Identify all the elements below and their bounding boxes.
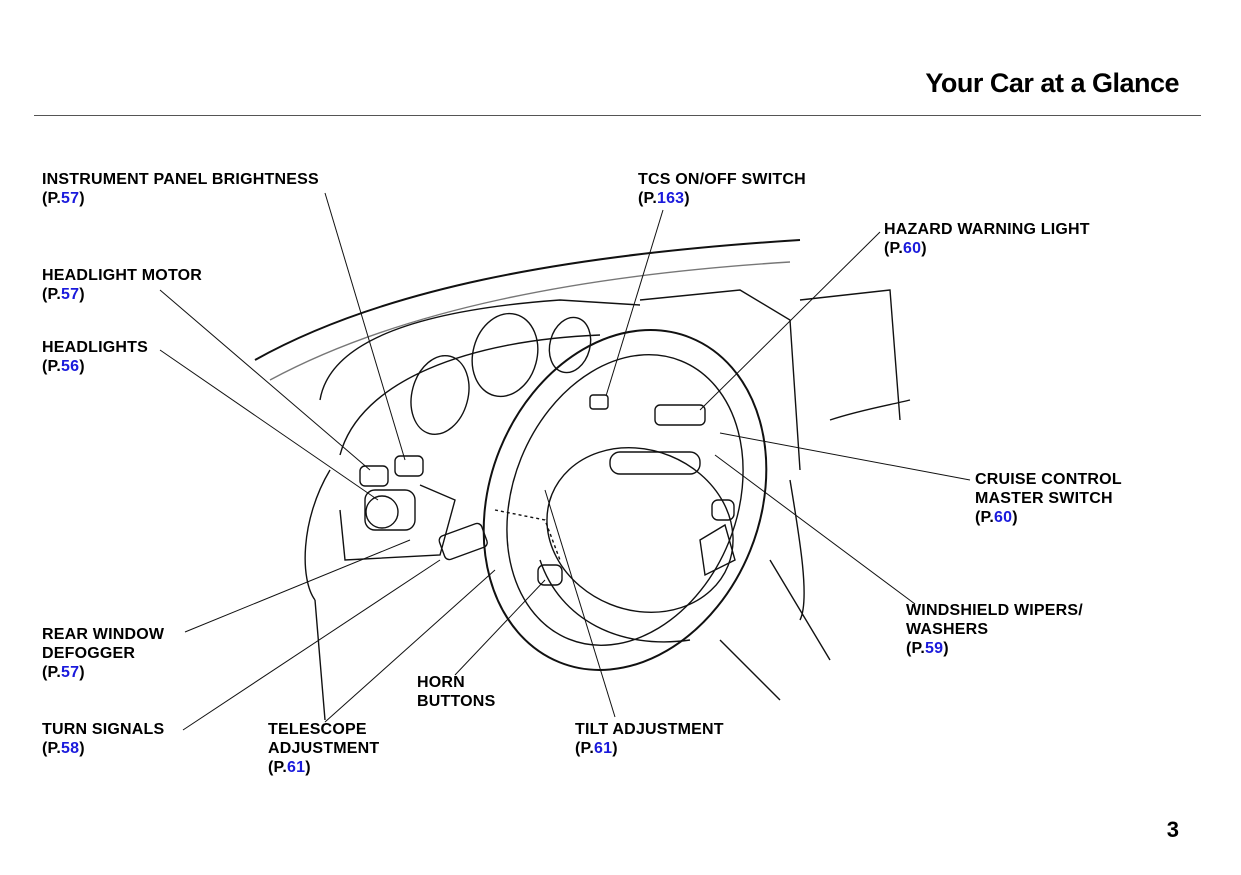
leader-line (454, 579, 546, 676)
page-reference: (P.56) (42, 358, 85, 375)
label-text: TELESCOPE (268, 721, 367, 738)
page-reference: (P.59) (906, 640, 949, 657)
leader-line (699, 231, 881, 411)
label-text: INSTRUMENT PANEL BRIGHTNESS (42, 171, 319, 188)
page-reference: (P.163) (638, 190, 690, 207)
label-text: DEFOGGER (42, 645, 136, 662)
label-text: REAR WINDOW (42, 626, 165, 643)
label-telescope-adjustment: TELESCOPE ADJUSTMENT (P.61) (268, 720, 379, 777)
label-text: TURN SIGNALS (42, 721, 165, 738)
page-link[interactable]: 56 (60, 358, 80, 375)
page-reference: (P.57) (42, 286, 85, 303)
leader-line (184, 539, 411, 633)
label-text: BUTTONS (417, 693, 496, 710)
page-title: Your Car at a Glance (925, 68, 1179, 98)
leader-line (159, 289, 371, 471)
label-headlight-motor: HEADLIGHT MOTOR (P.57) (42, 266, 202, 304)
leader-line (182, 559, 441, 731)
label-turn-signals: TURN SIGNALS (P.58) (42, 720, 164, 758)
leader-line (719, 432, 971, 481)
label-headlights: HEADLIGHTS (P.56) (42, 338, 148, 376)
label-horn-buttons: HORN BUTTONS (417, 673, 495, 711)
page-link[interactable]: 57 (60, 664, 80, 681)
label-text: TCS ON/OFF SWITCH (638, 171, 806, 188)
label-text: WINDSHIELD WIPERS/ (906, 602, 1083, 619)
page-reference: (P.57) (42, 190, 85, 207)
page-link[interactable]: 57 (60, 286, 80, 303)
label-text: MASTER SWITCH (975, 490, 1113, 507)
label-rear-window-defogger: REAR WINDOW DEFOGGER (P.57) (42, 625, 164, 682)
page-reference: (P.61) (268, 759, 311, 776)
label-hazard-warning-light: HAZARD WARNING LIGHT (P.60) (884, 220, 1090, 258)
leader-line (324, 569, 496, 723)
header-divider (34, 115, 1201, 116)
page-link[interactable]: 60 (993, 509, 1013, 526)
label-windshield-wipers: WINDSHIELD WIPERS/WASHERS (P.59) (906, 601, 1083, 658)
page-link[interactable]: 163 (656, 190, 685, 207)
leader-line (544, 489, 616, 718)
leader-line (605, 209, 664, 397)
page-reference: (P.60) (975, 509, 1018, 526)
leader-line (159, 349, 379, 501)
page-link[interactable]: 61 (286, 759, 306, 776)
page-reference: (P.58) (42, 740, 85, 757)
page-reference: (P.61) (575, 740, 618, 757)
label-text: HEADLIGHTS (42, 339, 148, 356)
page-number: 3 (1166, 817, 1179, 842)
page-link[interactable]: 61 (593, 740, 613, 757)
label-text: CRUISE CONTROL (975, 471, 1122, 488)
label-tcs-switch: TCS ON/OFF SWITCH (P.163) (638, 170, 806, 208)
label-text: ADJUSTMENT (268, 740, 380, 757)
page-reference: (P.57) (42, 664, 85, 681)
label-cruise-control-master-switch: CRUISE CONTROL MASTER SWITCH (P.60) (975, 470, 1122, 527)
page-link[interactable]: 59 (924, 640, 944, 657)
label-text: WASHERS (906, 621, 989, 638)
leader-line (714, 454, 916, 605)
label-instrument-panel-brightness: INSTRUMENT PANEL BRIGHTNESS (P.57) (42, 170, 319, 208)
label-text: HEADLIGHT MOTOR (42, 267, 203, 284)
leader-line (324, 192, 406, 461)
page-link[interactable]: 58 (60, 740, 80, 757)
label-tilt-adjustment: TILT ADJUSTMENT (P.61) (575, 720, 724, 758)
label-text: HAZARD WARNING LIGHT (884, 221, 1090, 238)
page-link[interactable]: 57 (60, 190, 80, 207)
page-link[interactable]: 60 (902, 240, 922, 257)
label-text: TILT ADJUSTMENT (575, 721, 724, 738)
label-text: HORN (417, 674, 465, 691)
page-reference: (P.60) (884, 240, 927, 257)
